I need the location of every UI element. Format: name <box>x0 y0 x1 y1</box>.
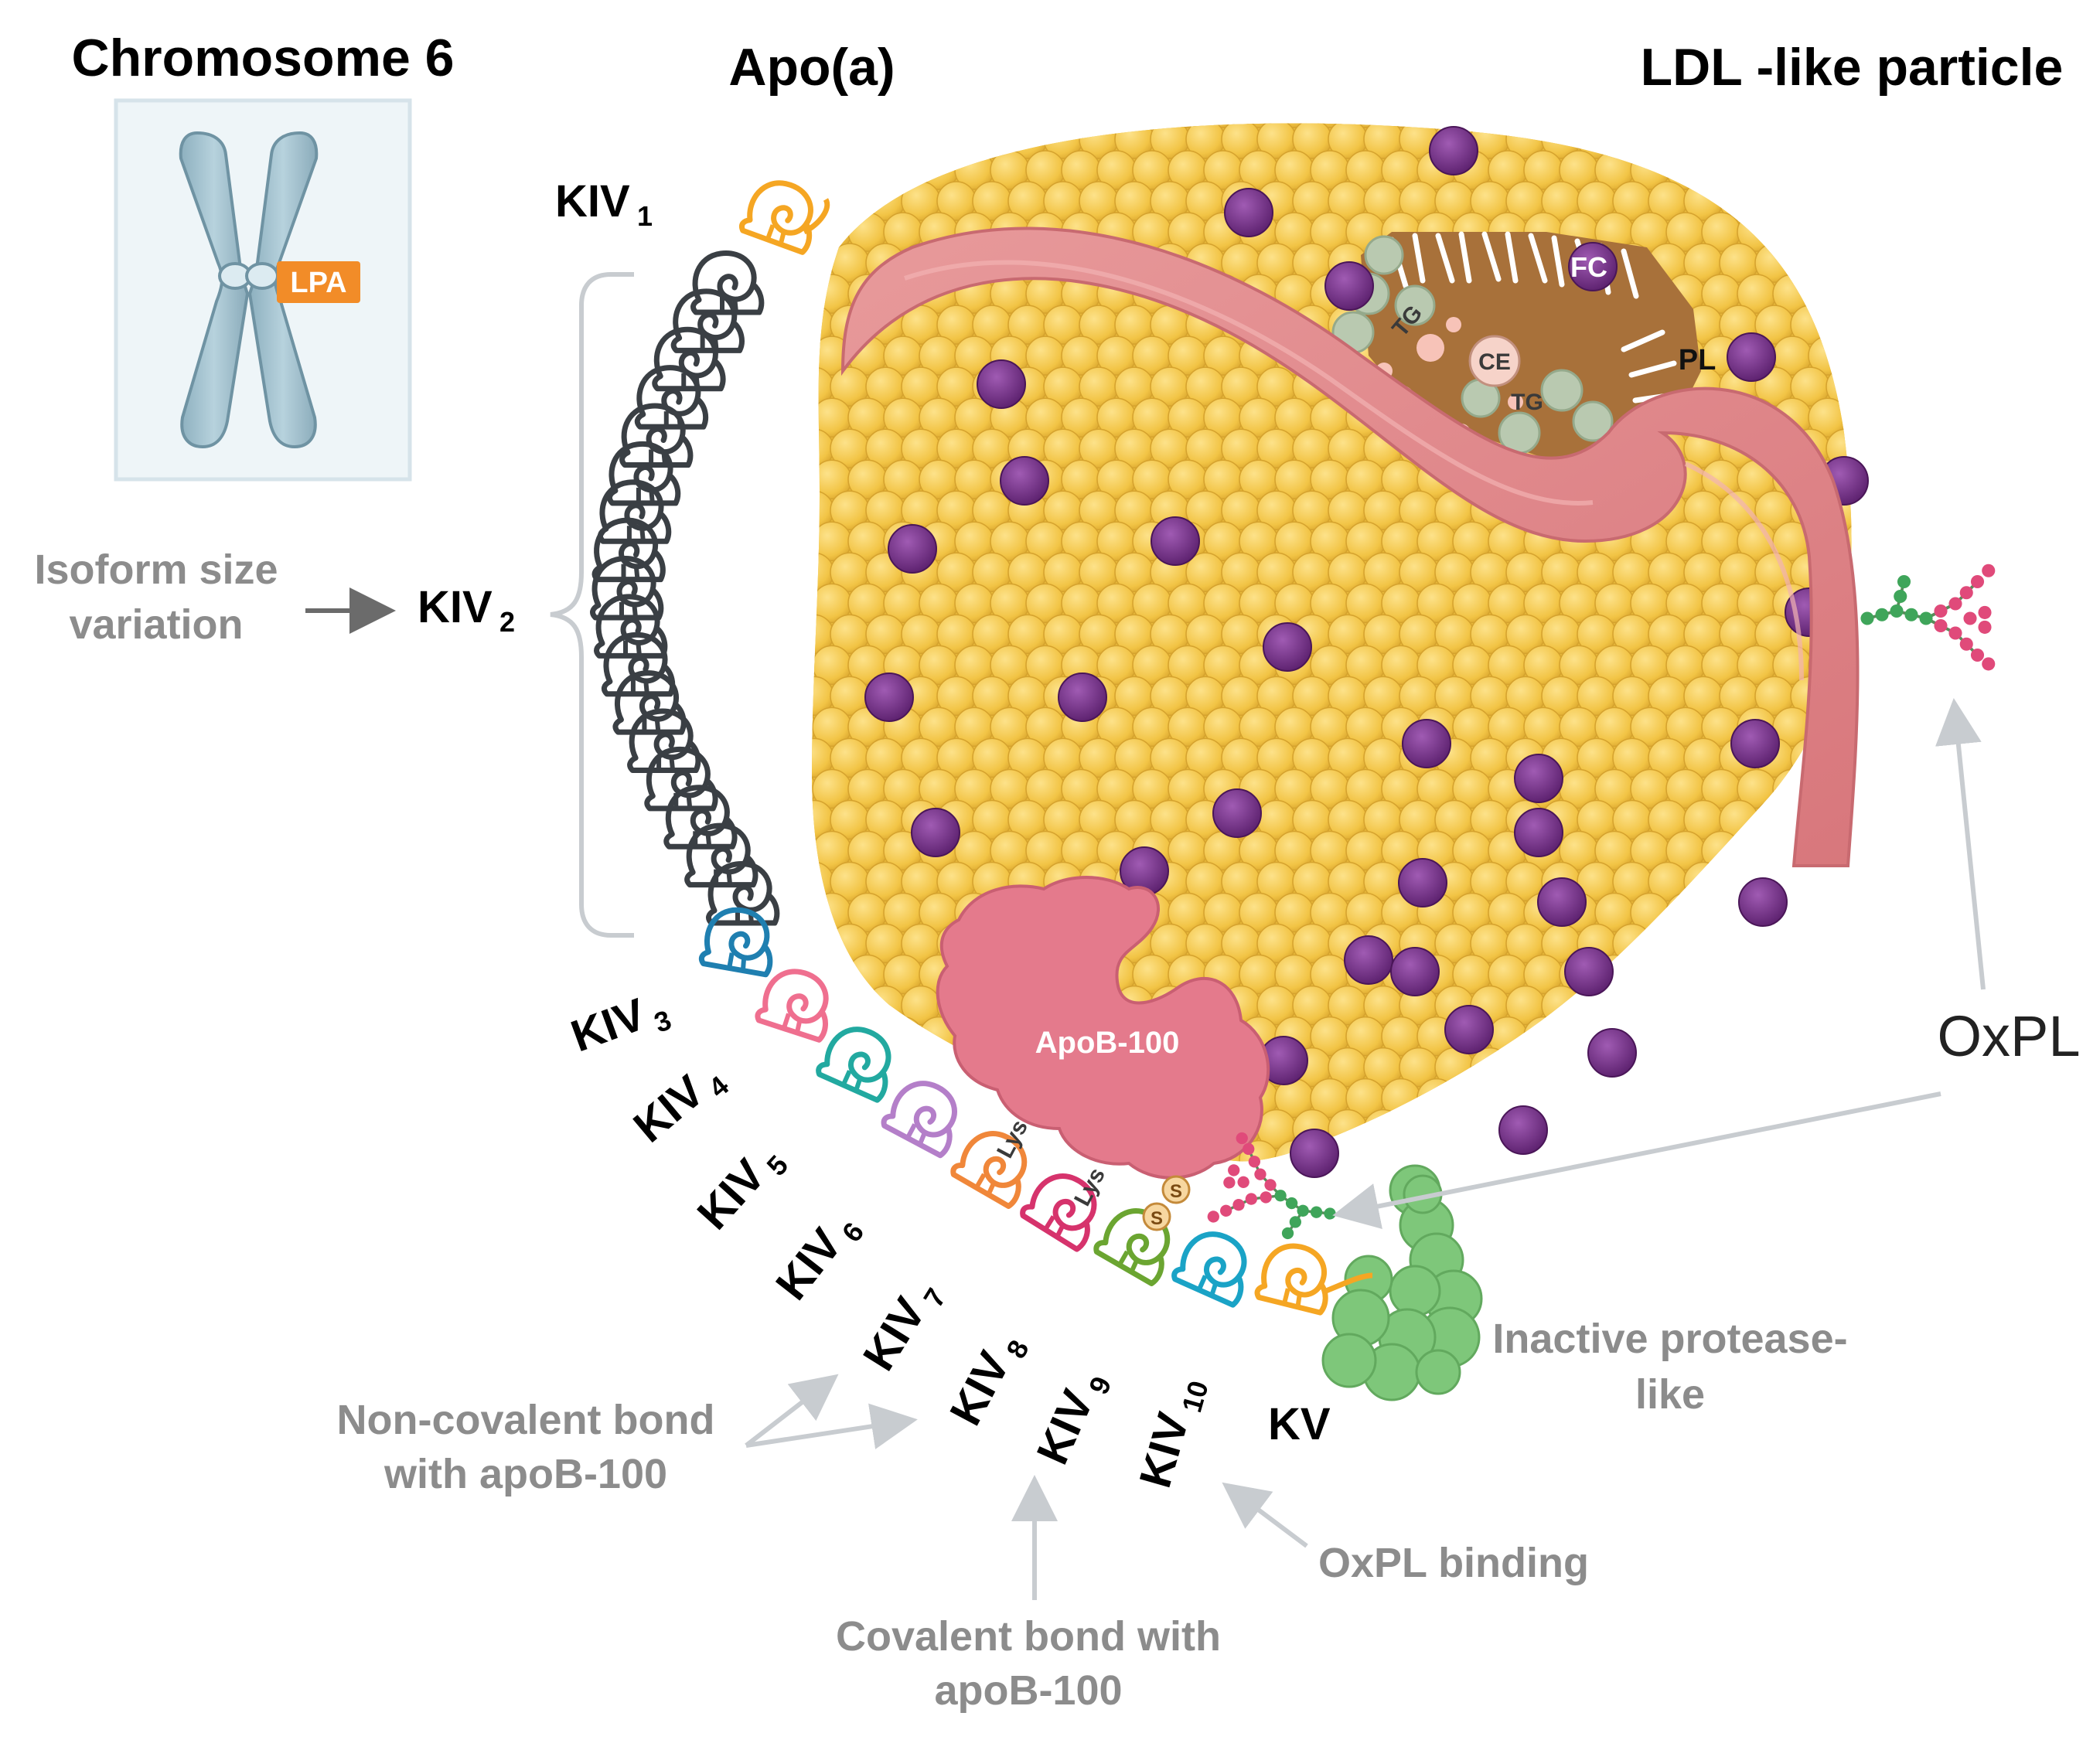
apob-100-label: ApoB-100 <box>1035 1026 1180 1060</box>
oxpl-molecule-bound <box>1207 1132 1336 1240</box>
chromosome-title: Chromosome 6 <box>72 29 455 87</box>
kringle-kiv2-repeat <box>644 746 718 812</box>
kringle-kiv2-repeat <box>619 403 694 468</box>
kringle-kiv10 <box>1171 1231 1247 1308</box>
kringle-kiv2-repeat <box>590 556 664 621</box>
oxpl-binding-arrow <box>1222 1482 1308 1548</box>
svg-text:10: 10 <box>1175 1377 1214 1416</box>
svg-text:1: 1 <box>637 200 653 232</box>
sulfur-label-1: S <box>1170 1181 1182 1202</box>
svg-text:9: 9 <box>1082 1372 1118 1399</box>
svg-text:3: 3 <box>650 1003 676 1038</box>
lys-label-kiv8: Lys <box>1069 1163 1110 1210</box>
svg-text:KIV: KIV <box>555 176 630 226</box>
isoform-annotation-line2: variation <box>69 601 243 648</box>
kiv10-label: KIV 10 <box>1130 1377 1214 1493</box>
apoa-title: Apo(a) <box>728 38 895 97</box>
kringle-kiv1 <box>738 180 813 255</box>
kv-label: KV <box>1268 1399 1331 1449</box>
kringle-kiv2-repeat <box>690 250 765 315</box>
kringle-kiv4 <box>755 969 829 1043</box>
apoa-kringle-chain <box>590 180 1373 1316</box>
kiv1-label: KIV 1 <box>555 176 653 232</box>
lpa-gene-label: LPA <box>290 267 346 299</box>
kringle-kiv9 <box>1093 1208 1171 1286</box>
kringle-kv <box>1254 1243 1328 1316</box>
kringle-kiv5 <box>816 1027 891 1103</box>
pl-label: PL <box>1679 344 1716 376</box>
svg-text:KIV: KIV <box>564 989 652 1061</box>
svg-text:KIV: KIV <box>624 1065 714 1152</box>
noncovalent-arrows <box>745 1374 918 1449</box>
covalent-annotation-line1: Covalent bond with <box>836 1613 1221 1660</box>
svg-text:2: 2 <box>499 606 515 638</box>
ldl-title: LDL -like particle <box>1641 38 2064 97</box>
kringle-kiv2-repeat <box>597 479 672 544</box>
kringle-kiv2-repeat <box>663 785 738 850</box>
kiv2-label: KIV 2 <box>418 582 515 638</box>
disulfide-bond: S S <box>1142 1175 1191 1231</box>
noncovalent-annotation-line2: with apoB-100 <box>384 1451 667 1497</box>
sulfur-label-2: S <box>1151 1208 1163 1229</box>
kringle-kiv6 <box>881 1081 957 1159</box>
oxpl-binding-annotation: OxPL binding <box>1318 1540 1589 1586</box>
kringle-kiv2-repeat <box>652 326 726 392</box>
svg-text:8: 8 <box>1000 1335 1035 1364</box>
kiv4-label: KIV 4 <box>624 1065 735 1152</box>
apob-100-globular-domain: ApoB-100 <box>936 876 1270 1180</box>
kringle-kiv2-repeat <box>634 365 709 430</box>
kiv6-label: KIV 6 <box>766 1216 870 1309</box>
noncovalent-annotation-line1: Non-covalent bond <box>337 1397 715 1443</box>
kiv9-label: KIV 9 <box>1027 1372 1118 1472</box>
ce-label: CE <box>1478 349 1511 375</box>
apob-100-ribbon <box>840 226 1860 867</box>
isoform-annotation-line1: Isoform size <box>34 547 278 593</box>
kringle-kiv7 <box>950 1131 1028 1209</box>
covalent-annotation-line2: apoB-100 <box>934 1667 1122 1714</box>
oxpl-arrows <box>1332 698 1986 1230</box>
kiv3-label: KIV 3 <box>564 989 676 1061</box>
lpa-gene-tag <box>277 261 360 303</box>
svg-text:KIV: KIV <box>418 582 493 632</box>
kiv7-label: KIV 7 <box>854 1282 953 1379</box>
fc-label: FC <box>1570 251 1607 283</box>
oxpl-label: OxPL <box>1937 1004 2080 1068</box>
svg-text:KIV: KIV <box>1027 1383 1103 1472</box>
kringle-kiv2-repeat <box>684 822 759 888</box>
svg-text:KIV: KIV <box>1130 1407 1198 1493</box>
kiv8-label: KIV 8 <box>940 1335 1035 1433</box>
protease-like-domain <box>1321 1164 1483 1401</box>
ldl-particle: CE TG TG FC PL ApoB-100 <box>812 123 1996 1180</box>
chromosome-icon <box>179 131 319 449</box>
kiv2-brace <box>550 272 634 938</box>
svg-text:KIV: KIV <box>766 1219 852 1309</box>
tg-label-lower: TG <box>1511 390 1543 415</box>
kringle-kiv2-repeat <box>670 288 745 353</box>
kringle-kiv2-repeat <box>606 441 681 506</box>
kiv5-label: KIV 5 <box>687 1149 794 1239</box>
protease-annotation-line2: like <box>1635 1371 1705 1418</box>
oxpl-molecule-surface <box>1860 564 1996 671</box>
protease-annotation-line1: Inactive protease- <box>1492 1316 1847 1362</box>
kringle-kiv3 <box>698 907 773 978</box>
svg-text:KIV: KIV <box>940 1343 1020 1433</box>
kringle-kiv8 <box>1020 1173 1097 1252</box>
svg-text:KIV: KIV <box>854 1289 936 1379</box>
